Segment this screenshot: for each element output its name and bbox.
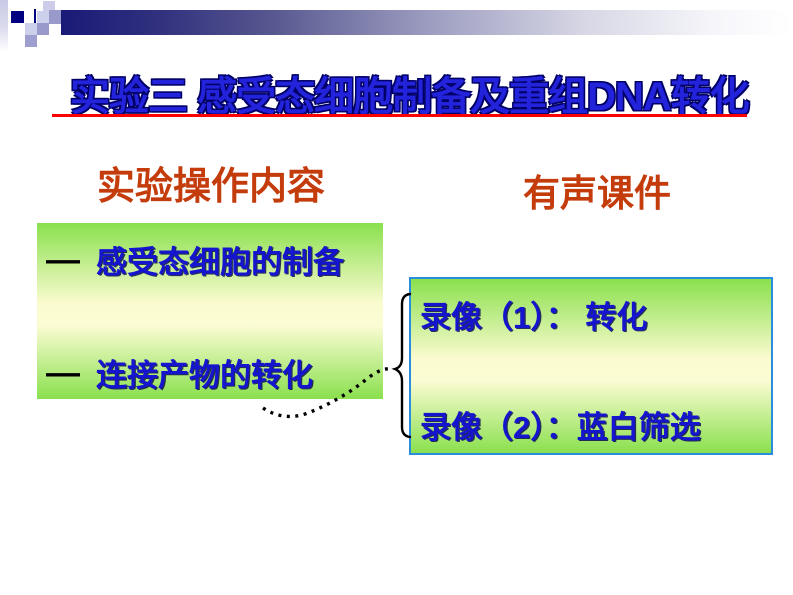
video-item-label: 录像（2）：蓝白筛选 bbox=[420, 410, 701, 445]
list-item: — 感受态细胞的制备 bbox=[46, 237, 344, 282]
slide-title: 实验三 感受态细胞制备及重组DNA转化 bbox=[70, 75, 750, 119]
list-item-label: 连接产物的转化 bbox=[96, 358, 313, 393]
video-list-box: 录像（1）： 转化 录像（2）：蓝白筛选 bbox=[409, 277, 773, 455]
curly-brace bbox=[391, 292, 412, 439]
deco-square-purple-3 bbox=[25, 35, 37, 47]
list-item: 录像（1）： 转化 bbox=[420, 292, 647, 337]
deco-square-lavender-1 bbox=[43, 1, 55, 11]
deco-square-purple-2 bbox=[37, 23, 49, 35]
dash-bullet: — bbox=[46, 241, 80, 279]
list-item: — 连接产物的转化 bbox=[46, 350, 313, 395]
deco-square-navy bbox=[11, 11, 24, 23]
list-item: 录像（2）：蓝白筛选 bbox=[420, 402, 701, 447]
experiment-steps-box: — 感受态细胞的制备 — 连接产物的转化 bbox=[37, 223, 383, 399]
deco-square-lavender-2 bbox=[37, 11, 49, 23]
title-underline bbox=[52, 114, 747, 117]
heading-experiment-content: 实验操作内容 bbox=[97, 166, 326, 208]
list-item-label: 感受态细胞的制备 bbox=[96, 245, 344, 280]
top-banner bbox=[61, 10, 793, 35]
deco-line-navy bbox=[34, 9, 36, 24]
deco-square-purple-1 bbox=[49, 10, 61, 24]
heading-audio-courseware: 有声课件 bbox=[523, 173, 671, 214]
left-edge-strip bbox=[0, 0, 8, 52]
video-item-label: 录像（1）： 转化 bbox=[420, 300, 648, 335]
dash-bullet: — bbox=[46, 354, 80, 392]
deco-square-lavender-3 bbox=[25, 23, 37, 35]
